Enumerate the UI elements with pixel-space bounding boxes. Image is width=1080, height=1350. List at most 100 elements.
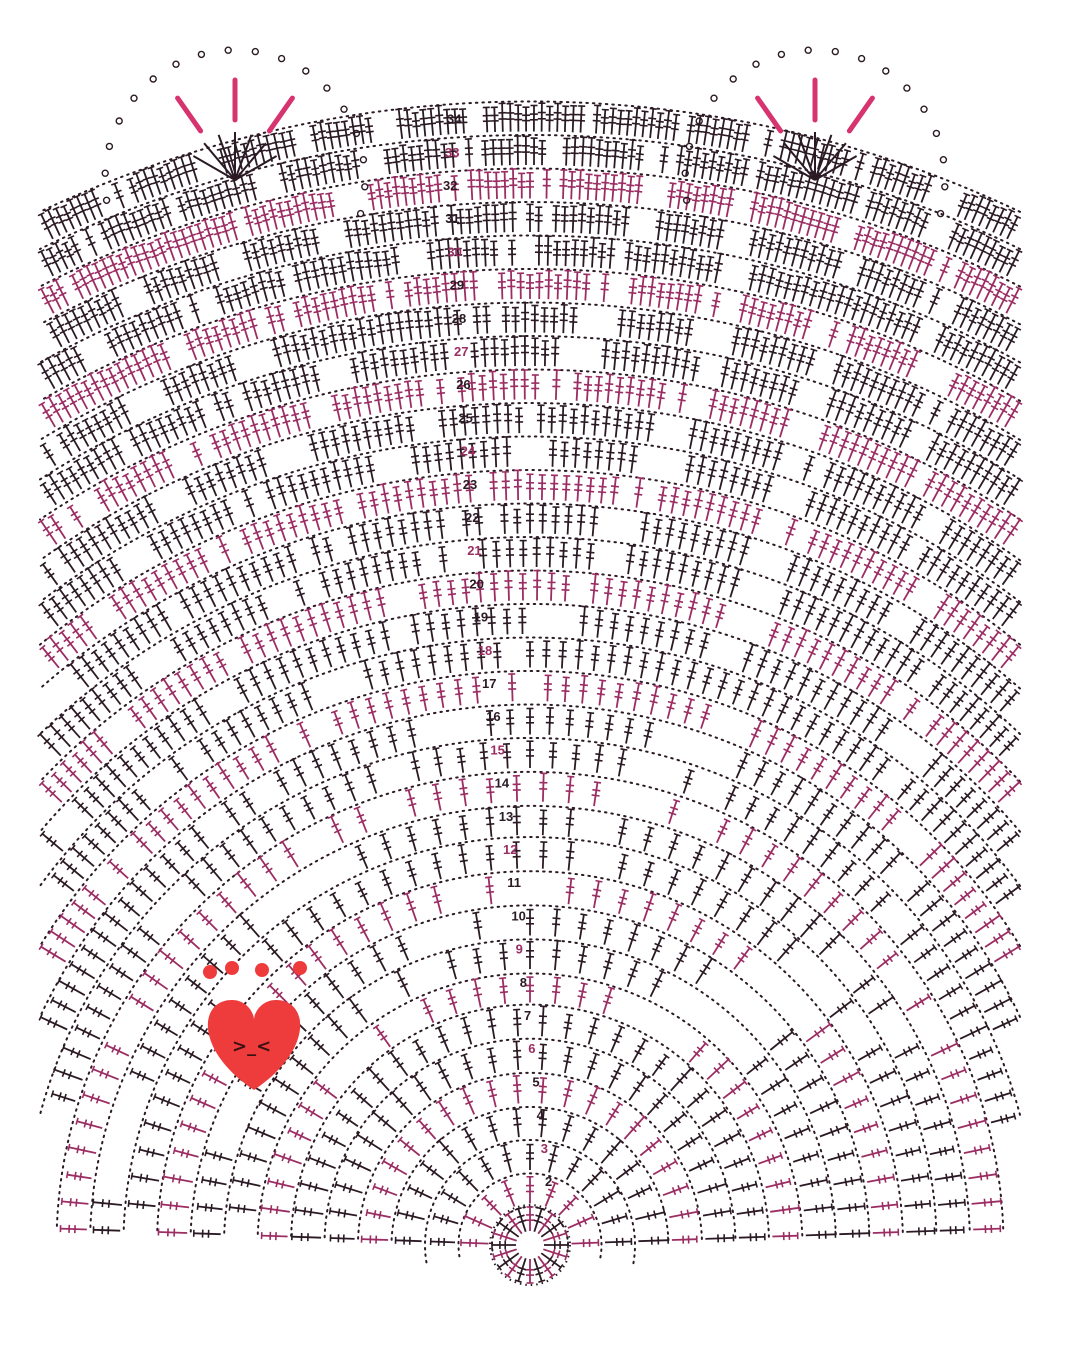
stitch [319,467,331,494]
stitch [540,1219,564,1238]
stitch [733,945,753,970]
stitch [724,187,736,218]
stitch [804,713,821,738]
stitch [249,242,262,269]
stitch [563,1013,574,1040]
chain-arc [39,134,1021,250]
stitch [569,205,578,233]
stitch [510,336,519,367]
stitch [83,527,103,556]
stitch [513,508,522,534]
stitch [336,256,347,284]
stitch [210,325,224,351]
chain-arc [156,870,904,1233]
stitch [199,509,214,535]
stitch [958,493,976,518]
stitch [688,591,700,621]
stitch [592,174,602,201]
stitch [976,806,1001,830]
stitch [383,385,394,412]
stitch [297,473,309,500]
stitch [308,193,319,221]
stitch [347,285,358,316]
stitch [68,273,85,300]
stitch [250,522,265,550]
stitch [316,192,328,219]
stitch [876,522,893,549]
stitch [238,791,257,815]
stitch [845,325,860,354]
stitch [220,800,241,826]
stitch [818,721,836,746]
stitch [714,529,727,559]
stitch [974,977,1004,996]
stitch [289,404,301,432]
stitch [688,418,700,450]
stitch [896,273,911,302]
stitch [718,459,731,491]
stitch [571,1238,600,1248]
stitch [300,229,312,257]
mini-heart-icon [203,965,217,979]
stitch [956,192,971,218]
stitch [157,806,179,831]
stitch [340,120,351,147]
stitch [132,502,150,529]
stitch [829,216,842,243]
stitch [552,939,562,971]
stitch [38,1013,68,1031]
stitch [699,632,711,659]
stitch [231,284,243,310]
stitch [357,557,369,587]
stitch [191,697,211,726]
stitch [602,918,614,945]
stitch [997,779,1023,803]
stitch [590,645,600,672]
chain-arc [39,603,1021,833]
stitch [132,171,147,201]
stitch [274,234,286,263]
stitch [844,394,860,425]
stitch [160,676,181,705]
stitch [218,318,232,348]
stitch [419,1160,445,1181]
stitch [531,337,540,367]
stitch [562,1079,575,1108]
stitch [531,374,540,400]
stitch [434,1060,452,1089]
stitch [990,281,1006,307]
stitch [646,378,657,409]
stitch [337,287,349,318]
stitch [491,437,500,468]
stitch [47,513,67,540]
stitch [906,1227,936,1236]
stitch [594,375,603,403]
stitch [772,1231,799,1241]
stitch [818,930,843,956]
stitch [632,580,643,610]
stitch [409,613,420,645]
stitch [427,107,437,136]
stitch [561,1114,575,1142]
stitch [949,1002,977,1020]
stitch [192,1229,221,1238]
stitch [917,211,932,238]
stitch [730,431,742,459]
stitch [670,1065,695,1092]
row-label: 32 [443,178,457,193]
stitch [145,420,162,448]
stitch [955,374,972,401]
stitch [957,738,981,764]
stitch [223,717,242,746]
stitch [440,1188,467,1207]
stitch [872,484,888,510]
stitch [954,831,981,856]
stitch [127,705,147,729]
stitch [591,781,602,807]
stitch [713,890,732,918]
stitch [691,844,706,869]
stitch [1002,517,1024,545]
stitch [993,511,1015,540]
stitch [701,597,714,625]
stitch [304,607,319,637]
